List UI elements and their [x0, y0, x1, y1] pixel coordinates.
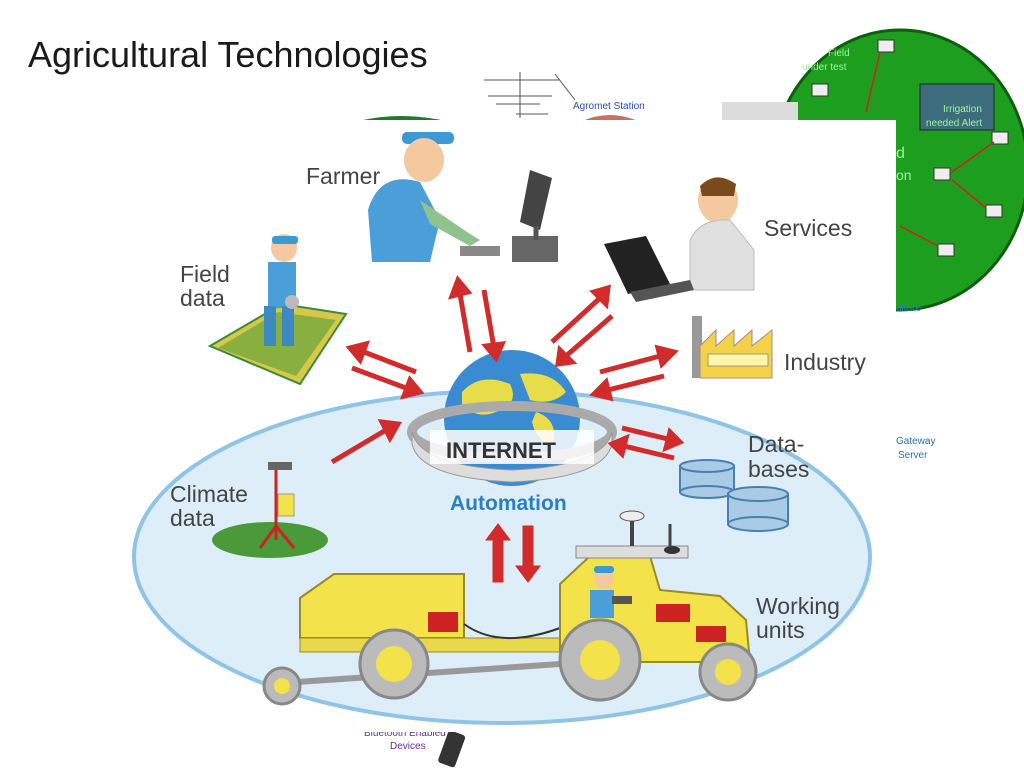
bg-gateway-1: Gateway	[896, 436, 935, 447]
bg-agromet: Agromet Station	[573, 101, 645, 112]
flow-arrows	[330, 275, 685, 583]
industry-figure	[692, 316, 773, 379]
label-climate-1: Climate	[170, 481, 248, 507]
bg-gray-patch	[722, 102, 798, 124]
label-working-1: Working	[756, 593, 840, 619]
slide-title: Agricultural Technologies	[28, 34, 428, 75]
databases-figure	[679, 459, 789, 532]
label-automation: Automation	[450, 492, 567, 515]
phone-icon	[438, 730, 466, 768]
label-field-2: data	[180, 285, 225, 311]
farmer-figure	[368, 132, 558, 262]
label-climate-2: data	[170, 505, 215, 531]
label-databases-2: bases	[748, 456, 809, 482]
bg-gateway-2: Server	[898, 450, 928, 461]
field-data-figure	[207, 234, 348, 386]
bg-irrigation-1: Irrigation	[943, 104, 982, 115]
internet-globe	[407, 350, 617, 486]
label-field-1: Field	[180, 261, 230, 287]
bg-field-label-2: under test	[802, 62, 847, 73]
label-databases-1: Data-	[748, 431, 804, 457]
irrigation-photo	[919, 83, 995, 131]
agromet-sketch	[484, 72, 576, 118]
bg-culture: ulture	[896, 303, 921, 314]
climate-figure	[212, 462, 328, 558]
sensor-nodes	[811, 39, 1009, 257]
services-figure	[604, 177, 755, 302]
bg-field-label-1: Field	[828, 48, 850, 59]
label-farmer: Farmer	[306, 163, 380, 189]
bg-partial-on: on	[896, 167, 912, 183]
working-units-figure	[262, 510, 758, 706]
bg-bluetooth-2: Devices	[390, 741, 426, 752]
label-industry: Industry	[784, 349, 866, 375]
label-services: Services	[764, 215, 852, 241]
label-internet: INTERNET	[446, 438, 557, 463]
bg-partial-d: d	[896, 145, 905, 162]
bg-irrigation-2: needed Alert	[926, 118, 982, 129]
label-working-2: units	[756, 617, 805, 643]
bg-bluetooth-1: Bluetooth Enabled	[364, 728, 446, 739]
